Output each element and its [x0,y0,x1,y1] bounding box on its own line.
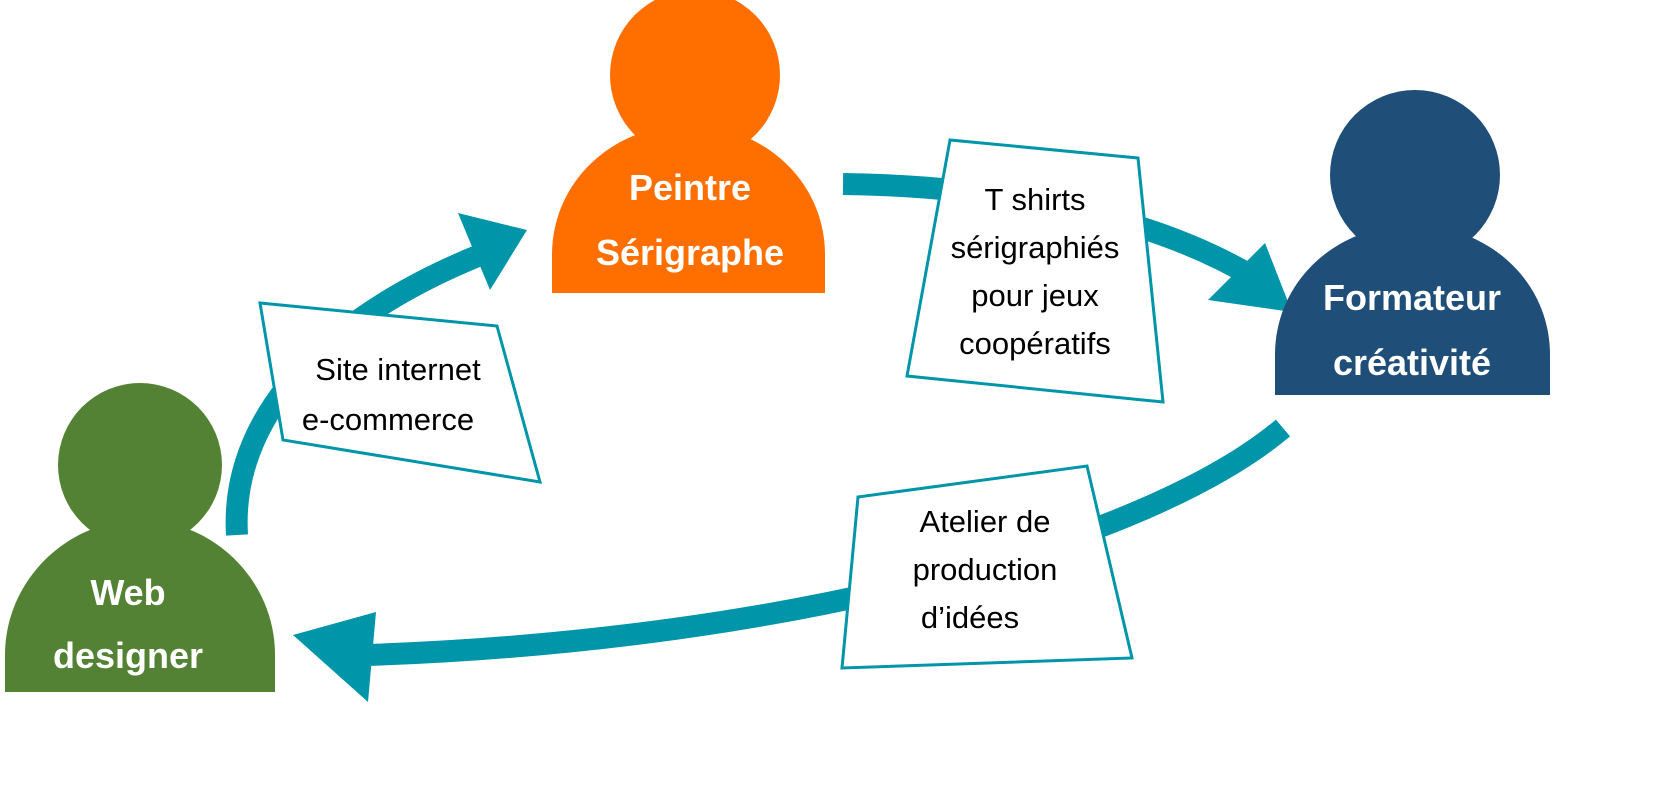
exchange-box-site: Site internet e-commerce [258,301,543,484]
web-designer-body [5,520,275,692]
arrow-formateur-to-web [293,419,1291,702]
exchange-box-tshirts: T shirts sérigraphiés pour jeux coopérat… [905,138,1165,404]
peintre-label-2: Sérigraphe [596,232,784,273]
formateur-label-2: créativité [1333,342,1491,383]
site-label-2: e-commerce [302,402,474,437]
atelier-label-3: d’idées [921,600,1019,635]
formateur-body [1275,225,1550,395]
person-formateur: Formateur créativité [1275,90,1550,395]
person-peintre: Peintre Sérigraphe [552,0,825,293]
exchange-box-atelier: Atelier de production d’idées [840,464,1134,670]
peintre-label-1: Peintre [629,167,751,208]
web-designer-label-1: Web [90,572,165,613]
tshirts-label-4: coopératifs [959,326,1111,361]
site-label-1: Site internet [315,352,481,387]
formateur-head [1330,90,1500,260]
peintre-body [552,125,825,293]
tshirts-label-2: sérigraphiés [951,230,1120,265]
tshirts-label-1: T shirts [984,182,1085,217]
atelier-label-2: production [913,552,1058,587]
person-web-designer: Web designer [5,383,275,692]
web-designer-label-2: designer [53,635,203,676]
formateur-label-1: Formateur [1323,277,1501,318]
web-designer-head [58,383,222,547]
peintre-head [610,0,780,160]
tshirts-label-3: pour jeux [971,278,1099,313]
atelier-label-1: Atelier de [920,504,1051,539]
